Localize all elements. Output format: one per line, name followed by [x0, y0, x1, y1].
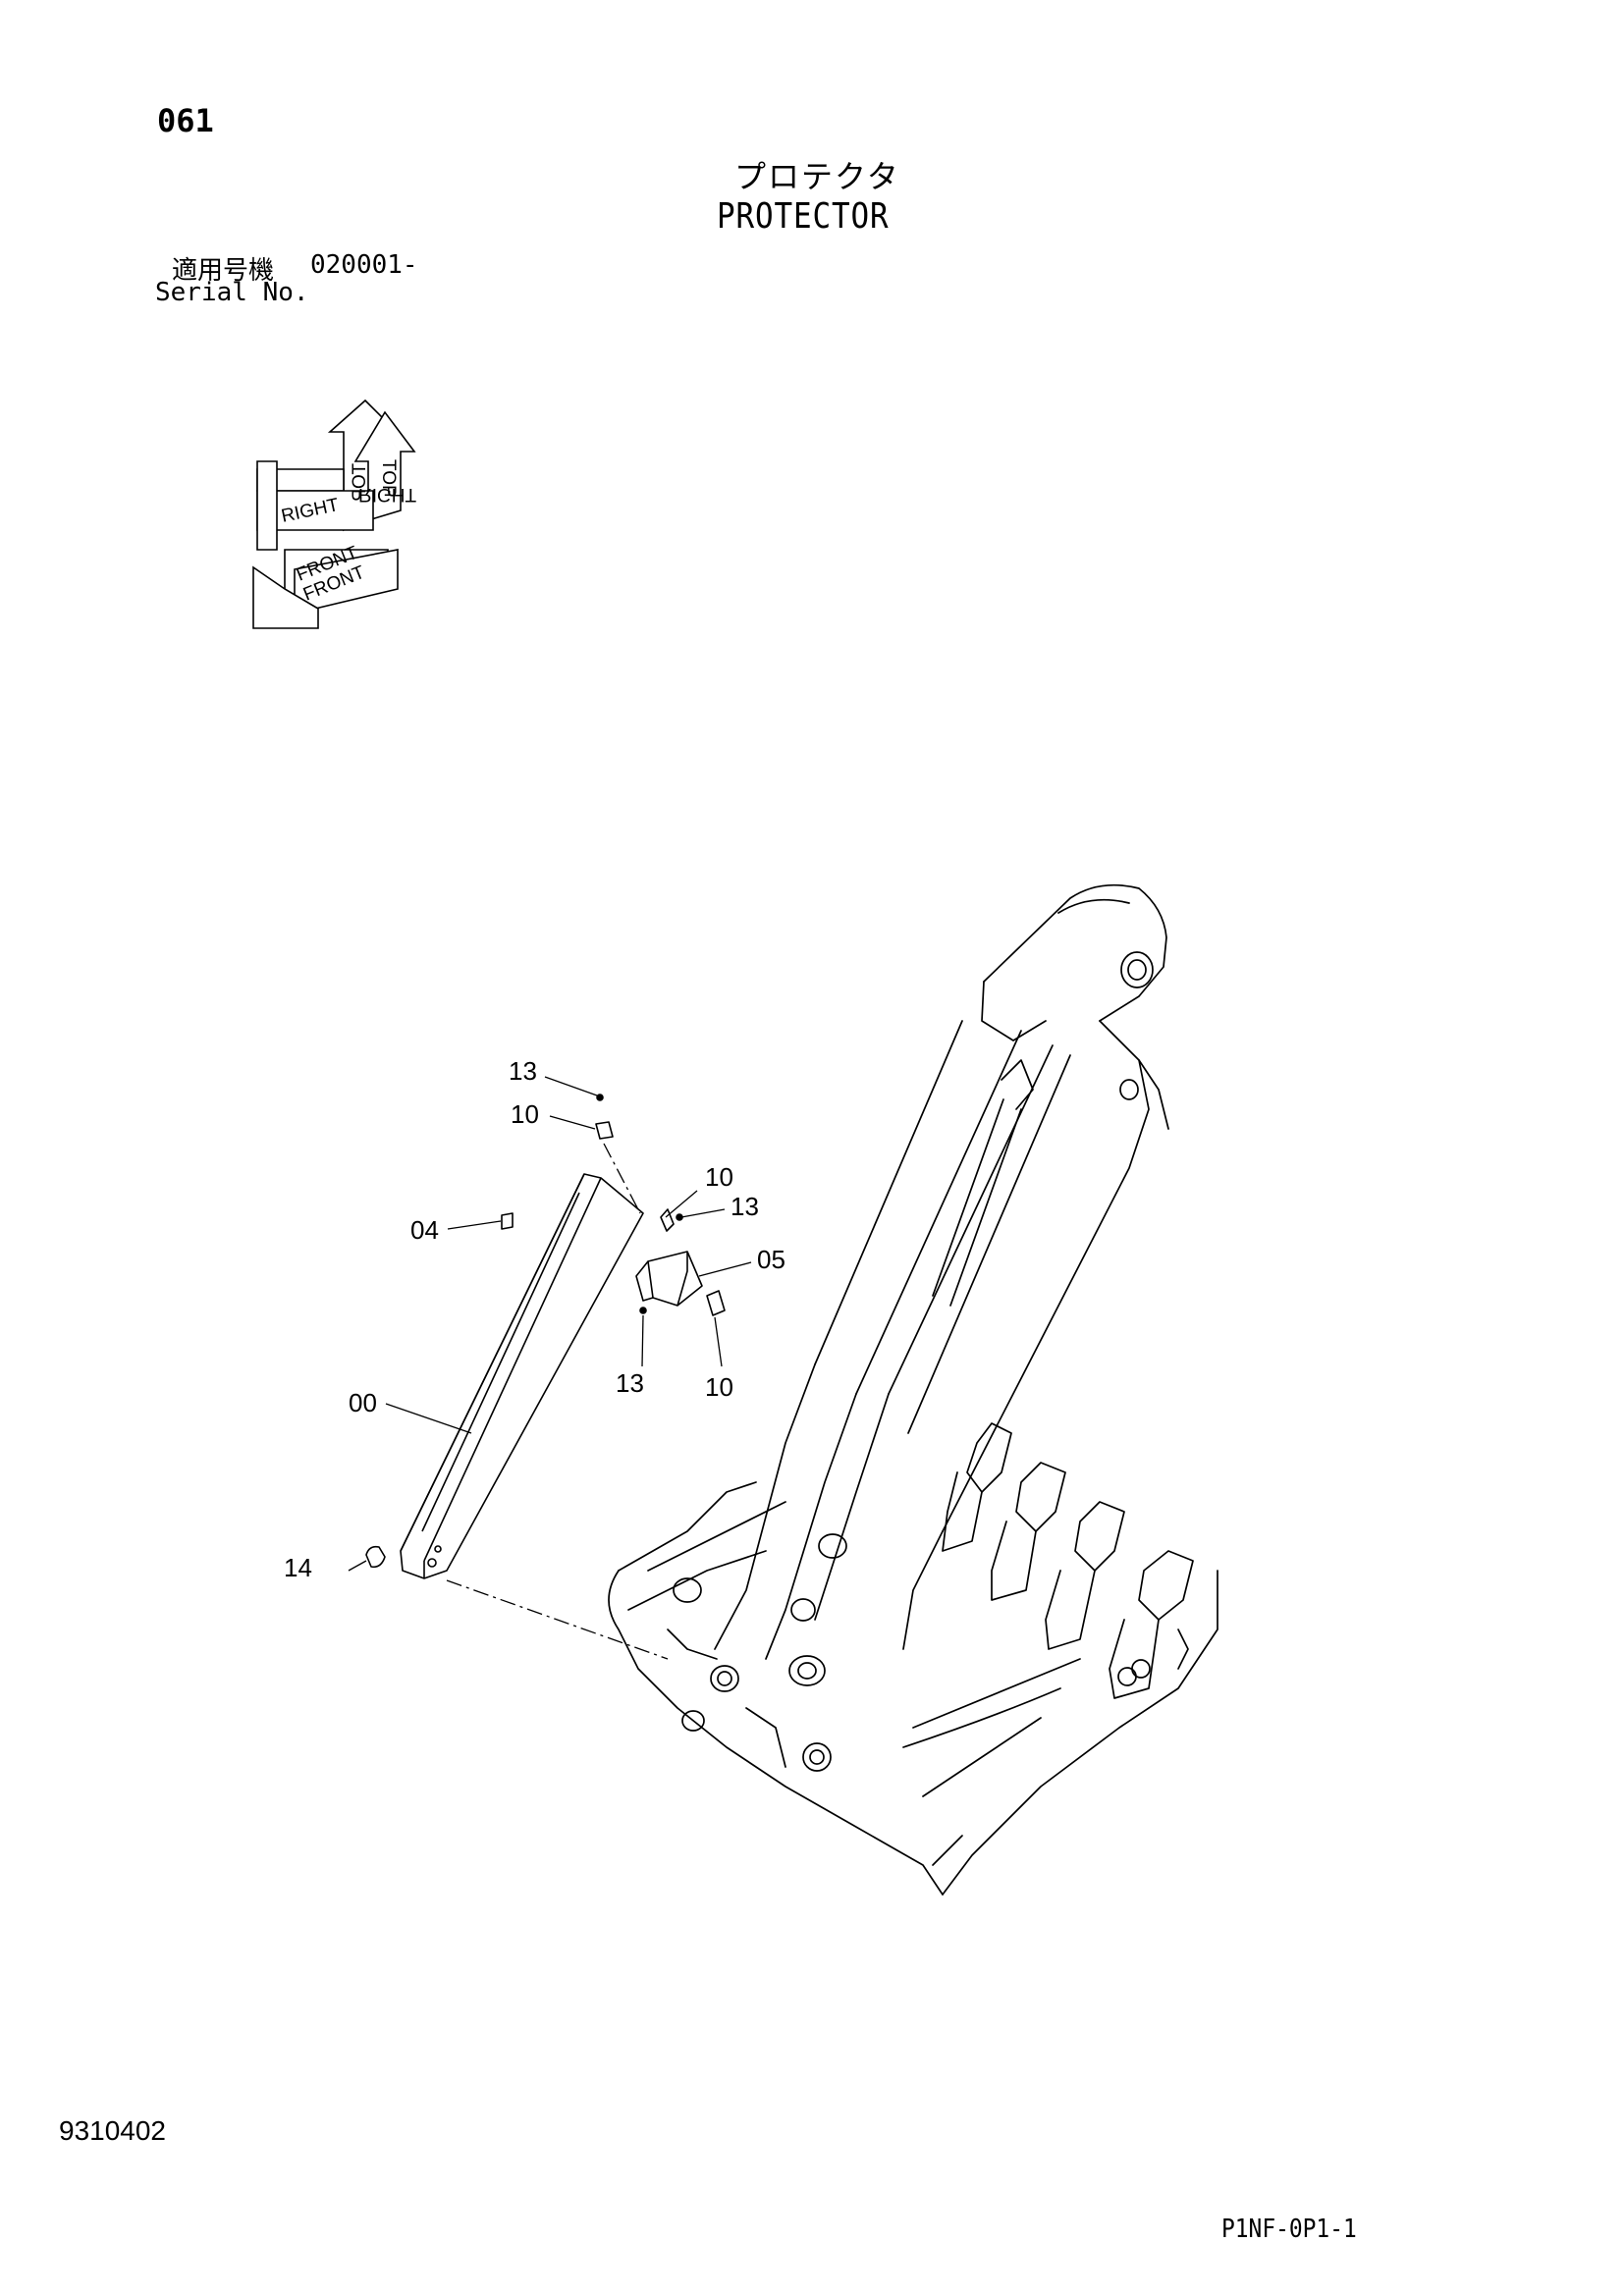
page-title-japanese: プロテクタ [734, 158, 900, 195]
orientation-label-right-mirror: RIGHT [358, 484, 417, 505]
callout-10-lower: 10 [705, 1372, 733, 1402]
callout-13-right: 13 [731, 1192, 759, 1221]
cap-14 [365, 1545, 386, 1569]
shim-plate-right [660, 1208, 675, 1232]
serial-label-japanese: 適用号機 [172, 256, 275, 286]
screw-top [596, 1094, 604, 1101]
orientation-label-top-mirror: TOP [350, 463, 370, 502]
page-number: 061 [157, 102, 214, 139]
orientation-arrows-icon: TOP TOP RIGHT RIGHT FRONT FRONT [252, 399, 417, 629]
callout-00: 00 [349, 1388, 377, 1417]
protector-plate [400, 1173, 644, 1579]
leader-lines [348, 1076, 752, 1660]
block-05 [647, 1251, 703, 1307]
callout-10-right: 10 [705, 1162, 733, 1192]
orientation-label-top: TOP [378, 459, 399, 498]
callout-13-lower: 13 [616, 1368, 644, 1398]
callout-14: 14 [284, 1553, 312, 1582]
callout-labels: 13 10 10 13 04 05 13 10 00 14 [284, 1056, 785, 1582]
bolt-04 [501, 1212, 514, 1230]
shim-plate-top [595, 1121, 614, 1140]
callout-13-top: 13 [509, 1056, 537, 1086]
callout-05: 05 [757, 1245, 785, 1274]
document-code: 9310402 [59, 2115, 167, 2146]
callout-10-top: 10 [511, 1099, 539, 1129]
screw-lower [639, 1307, 647, 1314]
sheet-code: P1NF-0P1-1 [1221, 2215, 1357, 2244]
serial-label: Serial No. [155, 278, 309, 307]
arm-bucket-assembly [608, 883, 1218, 1896]
serial-value: 020001- [310, 250, 418, 280]
shim-plate-lower [706, 1290, 726, 1316]
callout-04: 04 [410, 1215, 439, 1245]
page-title: PROTECTOR [717, 196, 890, 237]
protector-parts [365, 1094, 726, 1579]
